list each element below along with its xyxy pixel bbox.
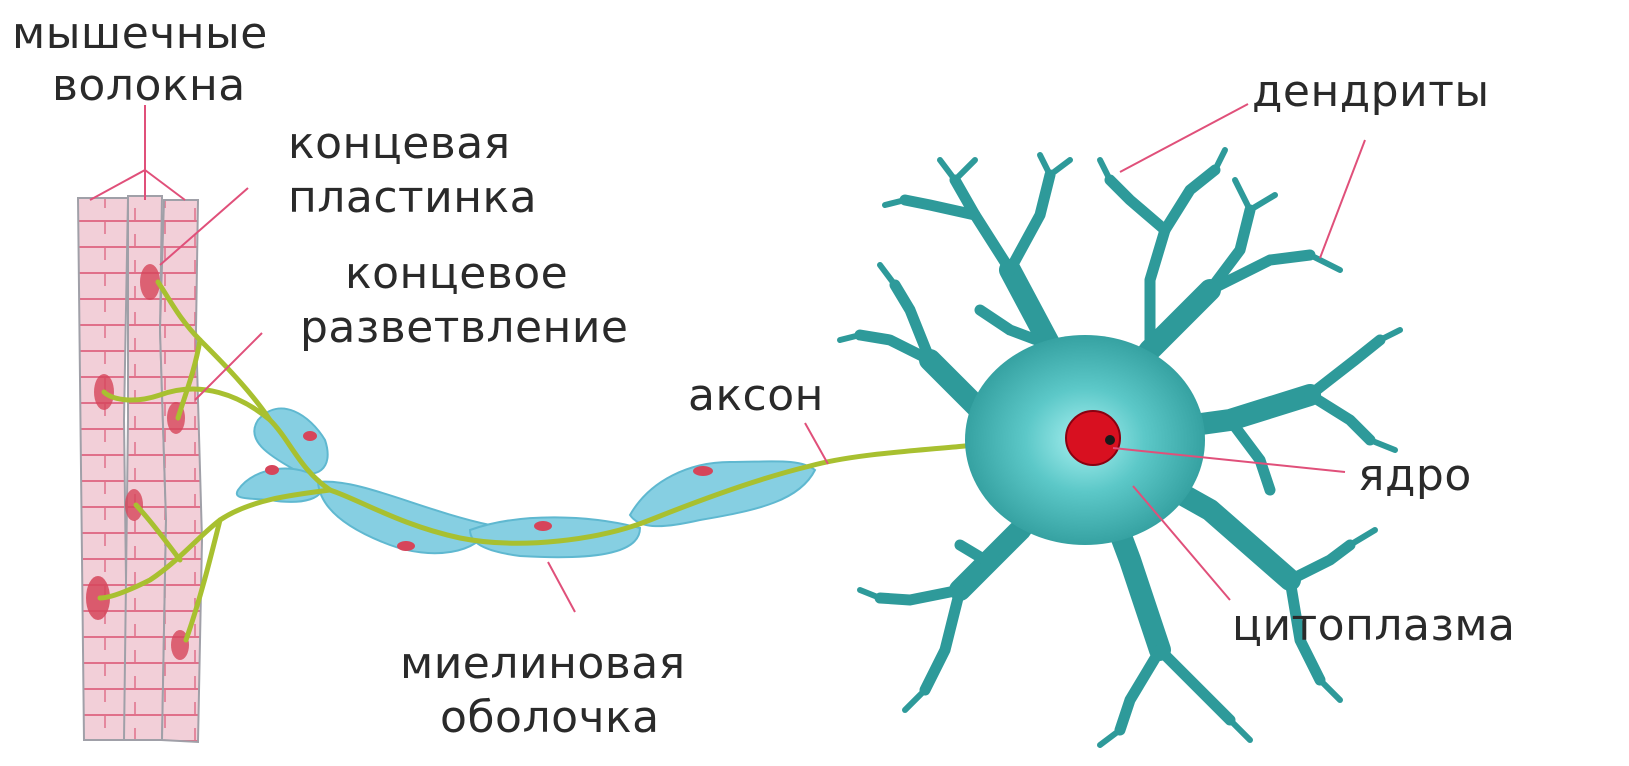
label-myelin-sheath-line2: оболочка (440, 692, 660, 744)
nucleolus (1105, 435, 1115, 445)
label-muscle-fibers-line2: волокна (52, 60, 246, 112)
label-end-plate-line2: пластинка (288, 172, 537, 224)
muscle-fiber-3 (160, 200, 202, 742)
leader-lines (90, 104, 1365, 612)
label-cytoplasm: цитоплазма (1232, 600, 1516, 652)
label-myelin-sheath-line1: миелиновая (400, 638, 686, 690)
label-end-branching-line1: концевое (345, 248, 568, 300)
label-dendrites: дендриты (1252, 66, 1490, 118)
muscle-fibers (78, 196, 202, 742)
muscle-fiber-1 (78, 198, 128, 740)
label-end-plate-line1: концевая (288, 118, 511, 170)
label-muscle-fibers-line1: мышечные (12, 8, 268, 60)
label-nucleus: ядро (1358, 450, 1472, 502)
label-axon: аксон (688, 370, 824, 422)
label-end-branching-line2: разветвление (300, 302, 628, 354)
